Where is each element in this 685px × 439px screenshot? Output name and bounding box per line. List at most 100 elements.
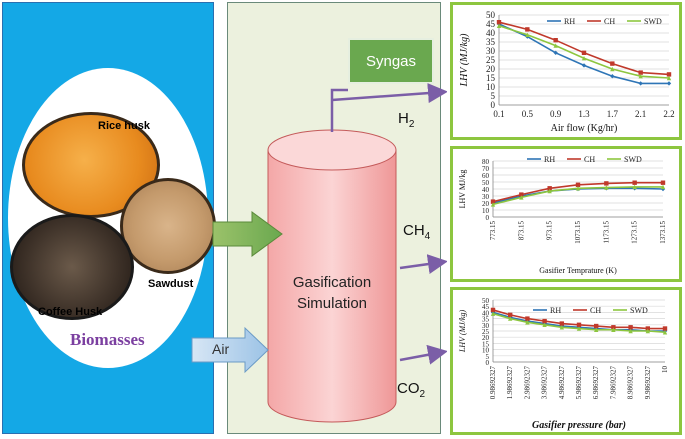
y-tick-label: 15 [482, 340, 490, 348]
sawdust-label: Sawdust [148, 278, 194, 290]
data-point [547, 186, 552, 191]
data-point [508, 316, 513, 321]
legend-label: RH [544, 155, 555, 164]
data-point [490, 202, 496, 207]
ch4-subscript: 4 [424, 231, 431, 242]
y-axis-label: LHV (MJ/kg) [458, 310, 467, 354]
y-axis-label: LHV MJ/kg [458, 170, 467, 209]
data-point [632, 184, 637, 190]
data-point [542, 322, 547, 327]
data-point [525, 27, 530, 32]
data-point [660, 180, 666, 185]
x-tick-label: 873.15 [517, 221, 525, 241]
rice-husk-label: Rice husk [98, 120, 150, 132]
data-point [553, 38, 558, 43]
y-tick-label: 10 [482, 347, 490, 355]
y-tick-label: 5 [486, 353, 490, 361]
data-point [666, 75, 672, 81]
x-tick-label: 6.98692327 [592, 366, 600, 400]
y-tick-label: 20 [486, 64, 496, 74]
data-point [553, 43, 558, 48]
x-tick-label: 1.98692327 [506, 366, 514, 400]
x-tick-label: 7.98692327 [609, 366, 617, 400]
co2-label: CO2 [397, 380, 425, 400]
data-point [576, 326, 582, 331]
coffee-husk-image [10, 214, 134, 320]
data-point [638, 81, 643, 86]
data-point [611, 327, 616, 332]
x-tick-label: 10 [661, 366, 669, 374]
data-point [490, 307, 496, 313]
syngas-line [330, 88, 348, 132]
legend-label: RH [564, 17, 575, 26]
y-tick-label: 40 [486, 28, 496, 38]
legend-label: CH [584, 155, 595, 164]
y-tick-label: 70 [482, 165, 490, 173]
y-tick-label: 45 [482, 303, 490, 311]
syngas-label: Syngas [365, 52, 417, 70]
y-tick-label: 30 [482, 193, 490, 201]
y-tick-label: 0 [486, 359, 490, 367]
data-point [610, 61, 615, 66]
y-tick-label: 40 [482, 309, 490, 317]
data-point [559, 321, 564, 326]
x-tick-label: 1273.15 [631, 221, 639, 244]
y-tick-label: 50 [482, 179, 490, 187]
x-tick-label: 1073.15 [574, 221, 582, 244]
x-tick-label: 0.5 [522, 109, 534, 119]
x-tick-label: 0.1 [493, 109, 504, 119]
x-tick-label: 773.15 [489, 221, 497, 241]
data-point [559, 325, 564, 330]
data-point [604, 185, 609, 190]
data-point [638, 70, 643, 75]
data-point [581, 63, 587, 68]
y-tick-label: 80 [482, 158, 490, 166]
x-tick-label: 0.98692327 [489, 366, 497, 400]
y-tick-label: 0 [486, 214, 490, 222]
data-point [604, 181, 609, 186]
y-tick-label: 40 [482, 186, 490, 194]
air-feed-arrow [191, 326, 269, 374]
x-tick-label: 2.98692327 [523, 366, 531, 400]
coffee-husk-label: Coffee Husk [38, 306, 103, 318]
y-tick-label: 20 [482, 334, 490, 342]
data-point [581, 56, 587, 61]
data-point [525, 32, 530, 37]
y-tick-label: 25 [482, 328, 490, 336]
data-point [594, 323, 599, 329]
simulation-line-1: Gasification [292, 274, 372, 291]
x-tick-label: 2.1 [635, 109, 646, 119]
legend-label: RH [550, 306, 561, 315]
h2-subscript: 2 [408, 119, 415, 130]
x-tick-label: 3.98692327 [541, 366, 549, 400]
simulation-label: Gasification Simulation [262, 272, 402, 314]
data-point [490, 311, 496, 316]
data-point [525, 320, 530, 325]
y-tick-label: 10 [482, 207, 490, 215]
co2-arrow [399, 344, 448, 365]
y-tick-label: 35 [486, 37, 496, 47]
x-tick-label: 5.98692327 [575, 366, 583, 400]
h2-text: H [398, 110, 409, 127]
y-tick-label: 30 [482, 322, 490, 330]
gasifier-cylinder [267, 129, 397, 423]
biomasses-title: Biomasses [70, 330, 145, 349]
h2-arrow [331, 83, 448, 104]
simulation-line-2: Simulation [296, 295, 368, 312]
y-tick-label: 25 [486, 55, 496, 65]
air-label: Air [212, 341, 230, 357]
y-tick-label: 35 [482, 316, 490, 324]
y-tick-label: 5 [491, 91, 496, 101]
data-point [542, 318, 547, 324]
data-point [611, 325, 616, 330]
y-tick-label: 50 [486, 10, 496, 20]
data-point [547, 188, 552, 194]
x-axis-label: Gasifier Temprature (K) [539, 266, 617, 275]
data-point [632, 180, 637, 185]
data-point [610, 66, 615, 72]
y-tick-label: 60 [482, 172, 490, 180]
